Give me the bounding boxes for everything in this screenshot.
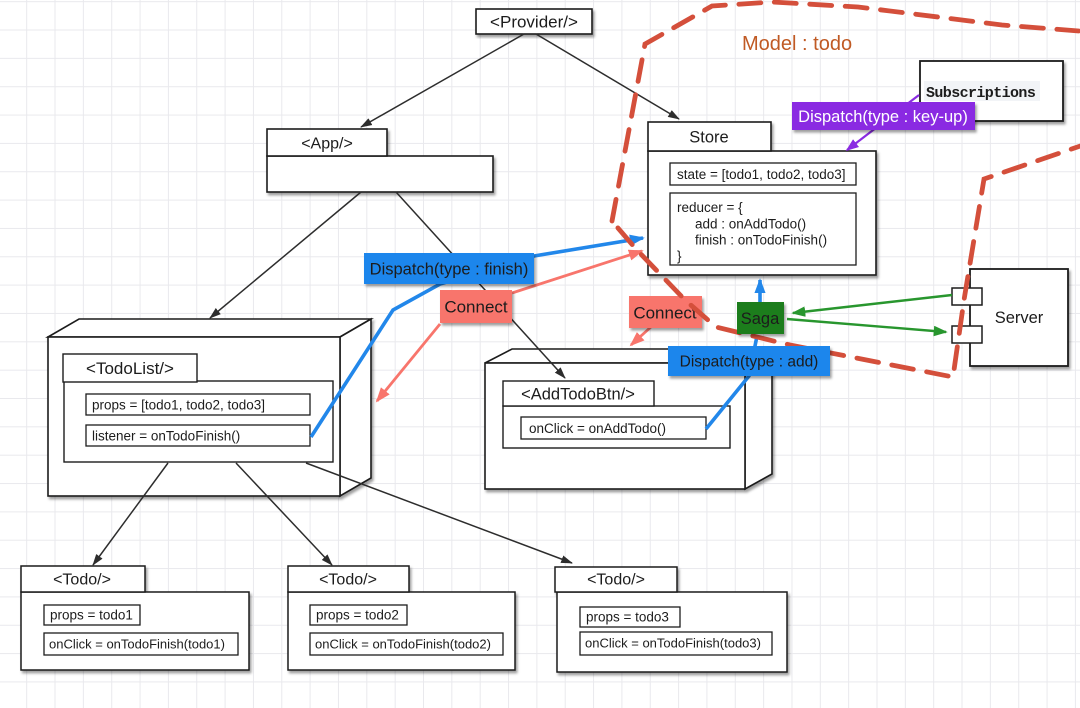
svg-text:Dispatch(type : finish): Dispatch(type : finish)	[370, 261, 529, 279]
svg-text:Connect: Connect	[633, 304, 697, 323]
svg-text:Saga: Saga	[741, 310, 780, 328]
svg-text:<Provider/>: <Provider/>	[490, 13, 578, 32]
svg-text:onClick = onTodoFinish(todo2): onClick = onTodoFinish(todo2)	[315, 637, 491, 652]
svg-text:finish : onTodoFinish(): finish : onTodoFinish()	[695, 233, 827, 248]
svg-text:Subscriptions: Subscriptions	[926, 85, 1036, 102]
svg-text:reducer = {: reducer = {	[677, 200, 743, 215]
svg-text:props = [todo1, todo2, todo3]: props = [todo1, todo2, todo3]	[92, 398, 265, 413]
svg-text:<AddTodoBtn/>: <AddTodoBtn/>	[521, 386, 635, 404]
svg-text:onClick = onTodoFinish(todo3): onClick = onTodoFinish(todo3)	[585, 636, 761, 651]
svg-text:Dispatch(type : key-up): Dispatch(type : key-up)	[798, 108, 968, 126]
svg-text:}: }	[677, 249, 682, 264]
svg-text:<Todo/>: <Todo/>	[53, 572, 111, 589]
svg-text:<Todo/>: <Todo/>	[319, 572, 377, 589]
svg-text:Server: Server	[995, 309, 1044, 327]
svg-text:props = todo3: props = todo3	[586, 610, 669, 625]
svg-text:props = todo1: props = todo1	[50, 608, 133, 623]
svg-text:Store: Store	[689, 129, 728, 147]
svg-text:Connect: Connect	[444, 298, 508, 317]
svg-text:add : onAddTodo(): add : onAddTodo()	[695, 217, 806, 232]
svg-text:<App/>: <App/>	[301, 136, 353, 153]
svg-text:props = todo2: props = todo2	[316, 608, 399, 623]
svg-text:<Todo/>: <Todo/>	[587, 572, 645, 589]
svg-text:Dispatch(type : add): Dispatch(type : add)	[680, 354, 819, 371]
svg-text:<TodoList/>: <TodoList/>	[86, 359, 174, 378]
svg-text:onClick = onAddTodo(): onClick = onAddTodo()	[529, 421, 666, 436]
svg-text:Model : todo: Model : todo	[742, 33, 852, 55]
svg-text:listener = onTodoFinish(): listener = onTodoFinish()	[92, 429, 240, 444]
svg-text:onClick = onTodoFinish(todo1): onClick = onTodoFinish(todo1)	[49, 637, 225, 652]
svg-text:state = [todo1, todo2, todo3]: state = [todo1, todo2, todo3]	[677, 167, 846, 182]
